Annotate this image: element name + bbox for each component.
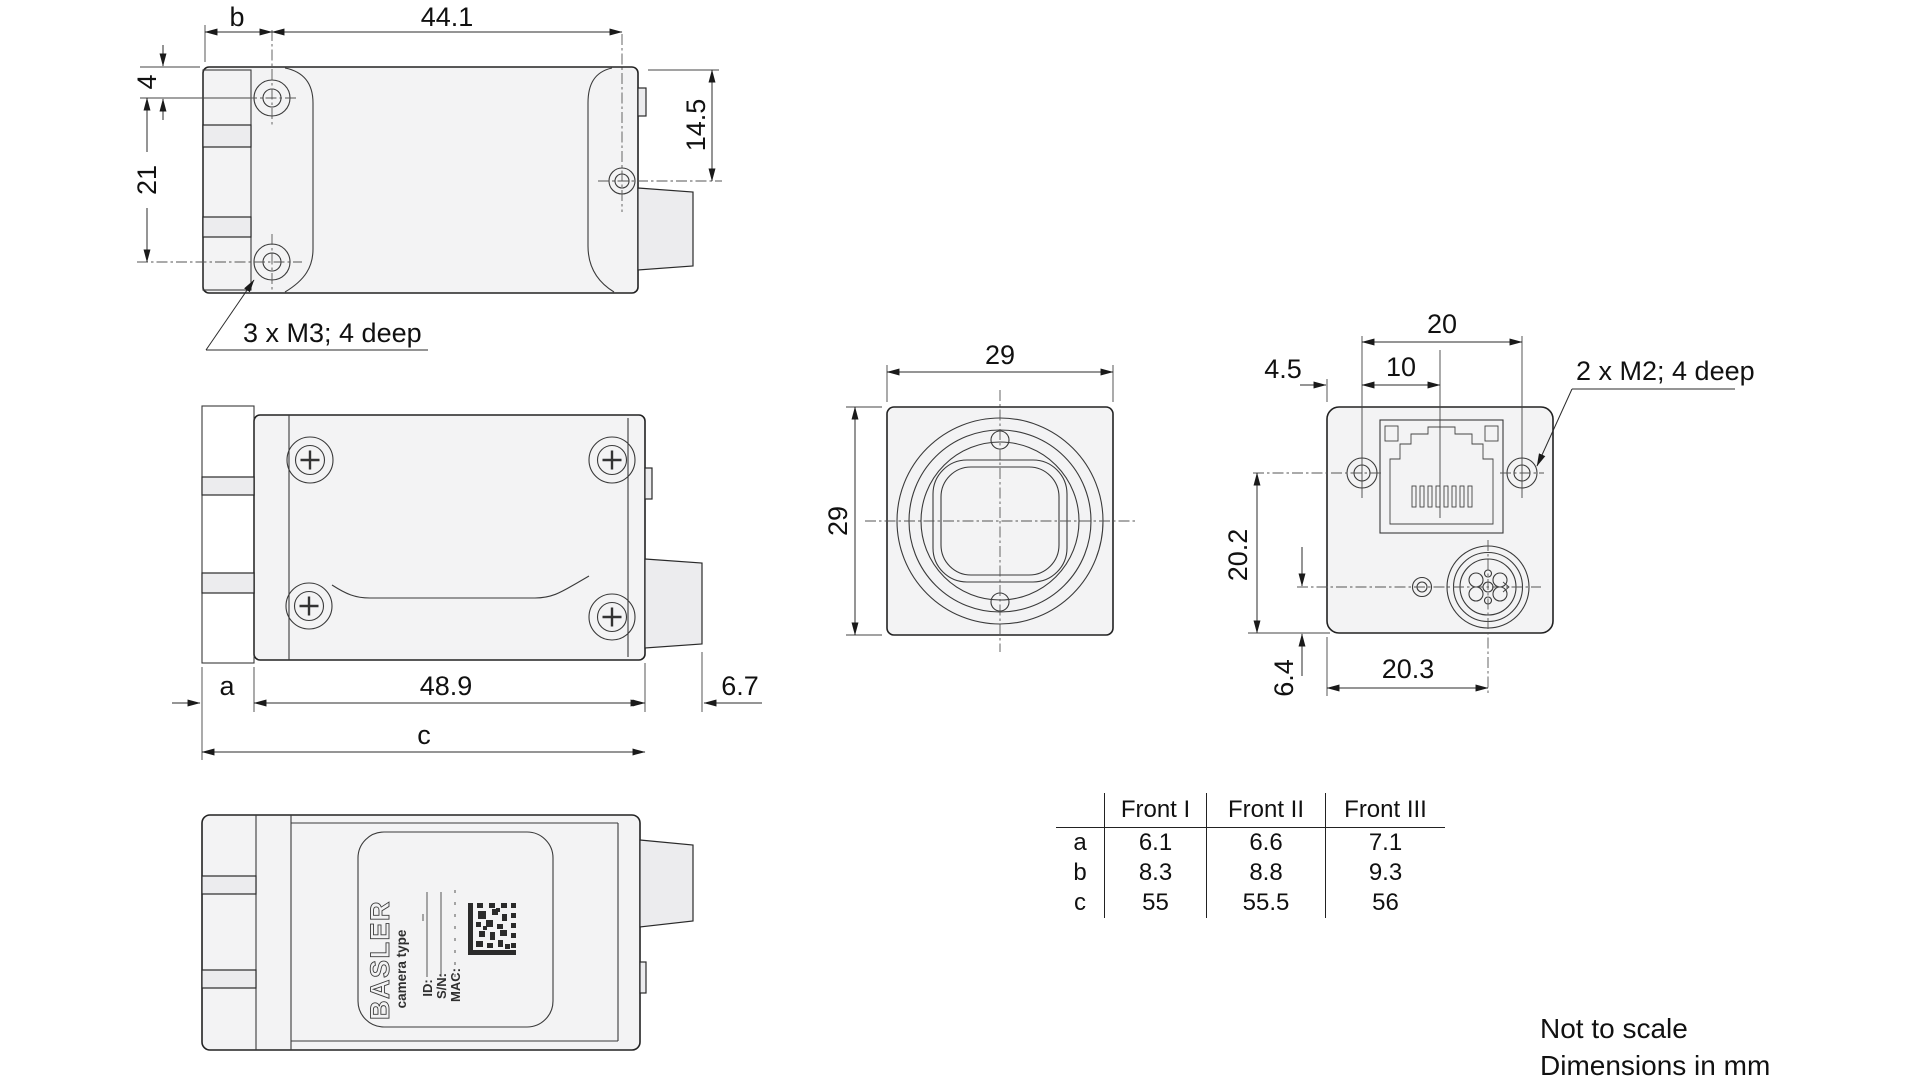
- note-dimensions-mm: Dimensions in mm: [1540, 1050, 1771, 1080]
- table-cell: 55.5: [1206, 888, 1325, 918]
- camera-type-label: camera type: [394, 929, 409, 1008]
- table-cell: 8.3: [1104, 858, 1206, 888]
- mounting-view-body: [253, 414, 646, 661]
- note-not-to-scale: Not to scale: [1540, 1013, 1688, 1044]
- rear-connector: [637, 187, 694, 271]
- dim-4: 4: [132, 74, 162, 89]
- brand-logo: BASLER: [365, 900, 395, 1020]
- label-view: BASLER camera type ID: S/N: MAC:: [201, 814, 694, 1051]
- mounting-view: a 48.9 6.7 c: [172, 405, 762, 760]
- side-tab: [639, 961, 647, 994]
- rear-connector: [639, 839, 694, 928]
- drawing-notes: Not to scale Dimensions in mm: [1540, 1010, 1770, 1080]
- lens-block: [201, 405, 255, 664]
- table-cell: 6.1: [1104, 828, 1206, 858]
- ethernet-port-icon: [1379, 419, 1504, 534]
- table-cell: 9.3: [1325, 858, 1445, 888]
- label-view-body: [201, 814, 641, 1051]
- dim-21: 21: [132, 165, 162, 195]
- lens-groove: [201, 476, 255, 496]
- phillips-screw-icon: [286, 436, 334, 484]
- lens-groove: [201, 969, 257, 989]
- dim-44-1: 44.1: [421, 2, 474, 32]
- callout-m3: 3 x M3; 4 deep: [243, 318, 422, 348]
- dim-20: 20: [1427, 309, 1457, 339]
- body-contour: [331, 575, 590, 599]
- dim-48-9: 48.9: [420, 671, 473, 701]
- callout-m2: 2 x M2; 4 deep: [1576, 356, 1755, 386]
- lens-block: [202, 69, 252, 291]
- mac-label: MAC:: [448, 968, 463, 1002]
- lens-groove: [201, 875, 257, 895]
- m3-hole: [246, 30, 298, 126]
- front-variant-table: Front I Front II Front III a 6.1 6.6 7.1…: [1056, 793, 1446, 918]
- lens-groove: [202, 216, 252, 238]
- table-cell: 55: [1104, 888, 1206, 918]
- dim-c: c: [417, 720, 431, 750]
- body-contour: [587, 67, 615, 293]
- dim-20-2: 20.2: [1223, 529, 1253, 582]
- front-view: 29 29: [823, 340, 1135, 652]
- qr-code-icon: [468, 903, 516, 955]
- table-cell: 6.6: [1206, 828, 1325, 858]
- dim-b: b: [229, 2, 244, 32]
- m3-hole: [137, 234, 302, 292]
- dim-6-7: 6.7: [721, 671, 759, 701]
- row-key: a: [1073, 829, 1087, 856]
- lens-groove: [201, 572, 255, 594]
- table-header: Front I: [1104, 793, 1206, 828]
- table-cell: 7.1: [1325, 828, 1445, 858]
- dim-14-5: 14.5: [681, 99, 711, 152]
- table-cell: 8.8: [1206, 858, 1325, 888]
- ethernet-pins: [1411, 485, 1473, 508]
- table-header: Front III: [1325, 793, 1445, 828]
- dim-20-3: 20.3: [1382, 654, 1435, 684]
- side-tab: [644, 467, 653, 500]
- row-key: c: [1074, 889, 1086, 916]
- table-header: Front II: [1206, 793, 1325, 828]
- table-corner-cell: [1056, 793, 1104, 828]
- top-view-body: [202, 66, 639, 294]
- dim-29-height: 29: [823, 506, 853, 536]
- body-contour: [284, 67, 314, 293]
- product-label: [357, 831, 554, 1028]
- table-cell: 56: [1325, 888, 1445, 918]
- top-view: b 44.1 4 21 14.5 3 x M3; 4 deep: [132, 2, 722, 351]
- row-key: b: [1073, 859, 1087, 886]
- phillips-screw-icon: [588, 593, 636, 641]
- dim-4-5: 4.5: [1264, 354, 1302, 384]
- dim-29-width: 29: [985, 340, 1015, 370]
- dim-a: a: [219, 671, 235, 701]
- serial-label: S/N:: [434, 973, 449, 999]
- m3-hole: [598, 34, 722, 212]
- phillips-screw-icon: [285, 582, 333, 630]
- dim-6-4: 6.4: [1269, 659, 1299, 697]
- side-tab: [637, 87, 647, 117]
- id-label: ID:: [420, 979, 435, 996]
- phillips-screw-icon: [588, 436, 636, 484]
- dim-10: 10: [1386, 352, 1416, 382]
- rear-connector: [644, 558, 703, 649]
- back-view: 20 10 4.5 20.2 6.4 20.3 2 x M2; 4 deep: [1223, 309, 1755, 697]
- lens-groove: [202, 124, 252, 148]
